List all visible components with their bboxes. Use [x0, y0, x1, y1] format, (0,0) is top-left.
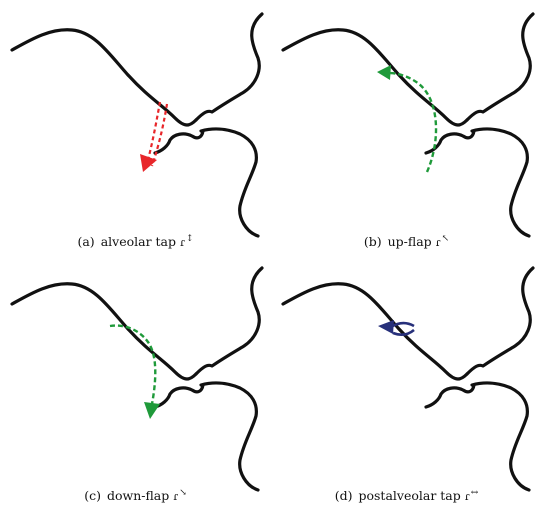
caption-label: down-flap [106, 488, 170, 503]
caption-tag: (d) [334, 488, 353, 503]
ipa-diacritic: ↖ [441, 234, 450, 244]
palate-outline [281, 28, 469, 127]
ipa-symbol: ɾ [173, 490, 179, 503]
tap-arrow-short [378, 320, 415, 336]
palate-outline [281, 282, 469, 381]
caption-d: (d) postalveolar tap ɾ↔ [271, 488, 542, 503]
palate-outline [10, 28, 198, 127]
caption-label: alveolar tap [100, 234, 176, 249]
lower-lip-outline [199, 381, 260, 492]
flap-arrow-up [377, 65, 438, 173]
tongue-outline [424, 383, 476, 409]
panel-postalveolar-tap: (d) postalveolar tap ɾ↔ [271, 254, 542, 508]
ipa-symbol: ɾ [435, 236, 441, 249]
upper-lip-outline [194, 266, 264, 376]
lower-lip-outline [199, 127, 260, 238]
caption-tag: (a) [77, 234, 95, 249]
tongue-outline [424, 129, 476, 155]
caption-a: (a) alveolar tap ɾ↕ [0, 234, 271, 249]
upper-lip-outline [465, 12, 535, 122]
vocal-tract-diagram [281, 266, 535, 492]
ipa-diacritic: ↘ [179, 488, 187, 498]
tongue-outline [153, 383, 205, 409]
flap-arrow-down [109, 324, 160, 419]
panel-up-flap: (b) up-flap ɾ↖ [271, 0, 542, 254]
ipa-diacritic: ↕ [185, 234, 194, 244]
caption-c: (c) down-flap ɾ↘ [0, 488, 271, 503]
tongue-outline [153, 129, 205, 155]
vocal-tract-diagram [10, 12, 264, 238]
caption-tag: (c) [84, 488, 101, 503]
palate-outline [10, 282, 198, 381]
panel-alveolar-tap: (a) alveolar tap ɾ↕ [0, 0, 271, 254]
caption-tag: (b) [363, 234, 382, 249]
ipa-symbol: ɾ [464, 490, 470, 503]
caption-label: up-flap [387, 234, 432, 249]
caption-label: postalveolar tap [358, 488, 461, 503]
ipa-symbol: ɾ [179, 236, 185, 249]
lower-lip-outline [470, 381, 531, 492]
lower-lip-outline [470, 127, 531, 238]
tap-arrow-double [140, 101, 169, 172]
vocal-tract-diagram [281, 12, 535, 238]
caption-b: (b) up-flap ɾ↖ [271, 234, 542, 249]
panel-down-flap: (c) down-flap ɾ↘ [0, 254, 271, 508]
upper-lip-outline [194, 12, 264, 122]
ipa-diacritic: ↔ [470, 488, 479, 498]
upper-lip-outline [465, 266, 535, 376]
vocal-tract-diagram [10, 266, 264, 492]
